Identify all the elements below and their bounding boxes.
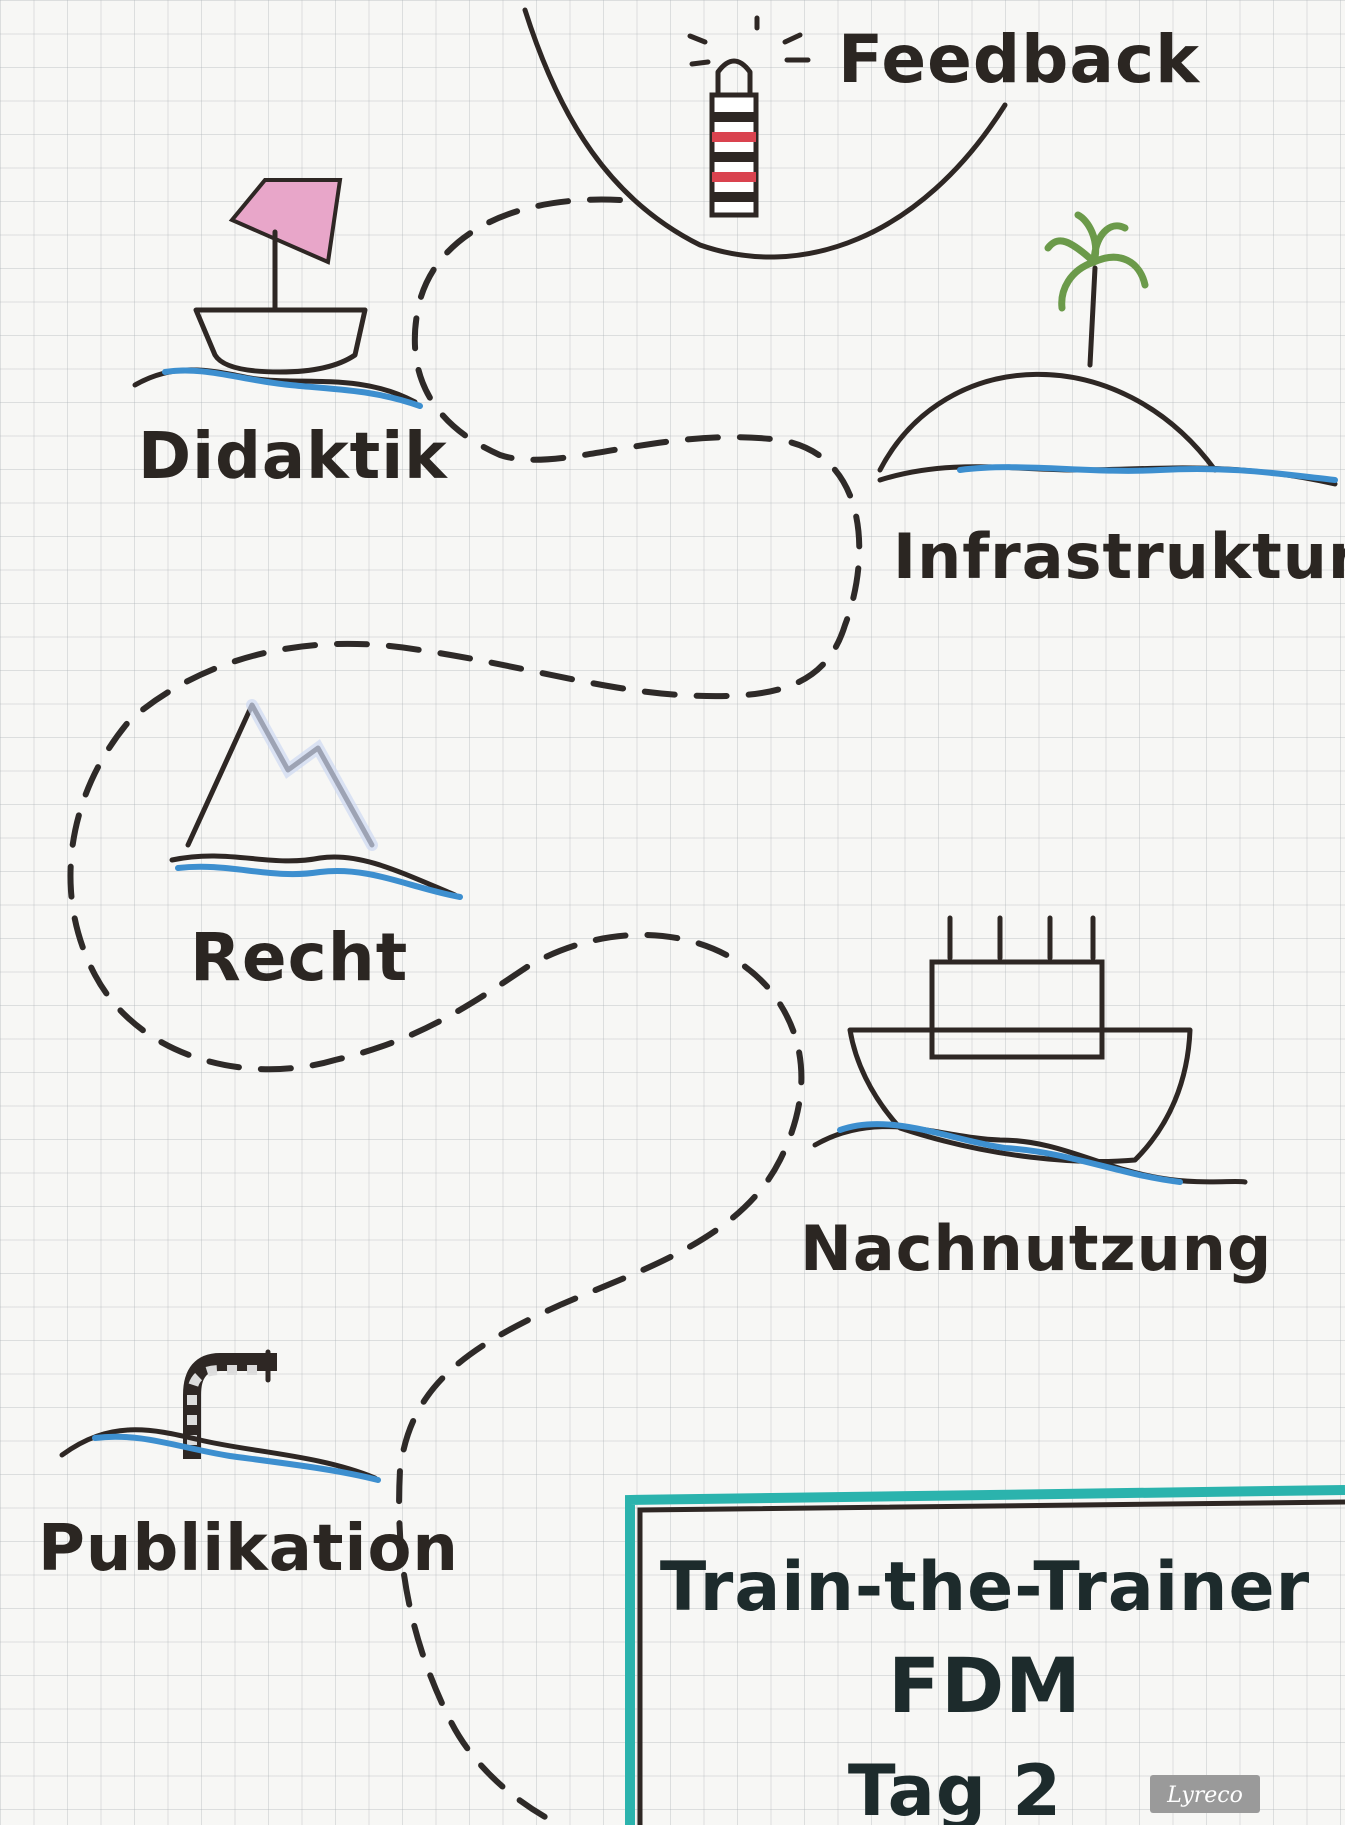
- label-recht: Recht: [190, 919, 408, 996]
- title-line1: Train-the-Trainer: [660, 1548, 1310, 1627]
- label-nachnutzung: Nachnutzung: [800, 1212, 1272, 1285]
- label-feedback: Feedback: [838, 21, 1201, 98]
- label-publikation: Publikation: [38, 1512, 459, 1586]
- periscope-icon: [59, 1349, 381, 1483]
- sailboat-icon: [132, 178, 423, 409]
- iceberg-icon: [169, 699, 463, 900]
- title-box: Train-the-Trainer FDM Tag 2: [625, 1485, 1345, 1825]
- label-infrastruktur: Infrastruktur: [893, 520, 1345, 593]
- journey-path: [67, 196, 863, 1825]
- title-line2: FDM: [888, 1641, 1082, 1730]
- palm-island-icon: [877, 211, 1338, 487]
- label-didaktik: Didaktik: [138, 420, 448, 494]
- lyreco-logo: Lyreco: [1150, 1775, 1260, 1813]
- lighthouse-icon: [522, 7, 1008, 260]
- ship-icon: [812, 915, 1248, 1185]
- title-line3: Tag 2: [848, 1750, 1062, 1825]
- logo-text: Lyreco: [1166, 1783, 1243, 1808]
